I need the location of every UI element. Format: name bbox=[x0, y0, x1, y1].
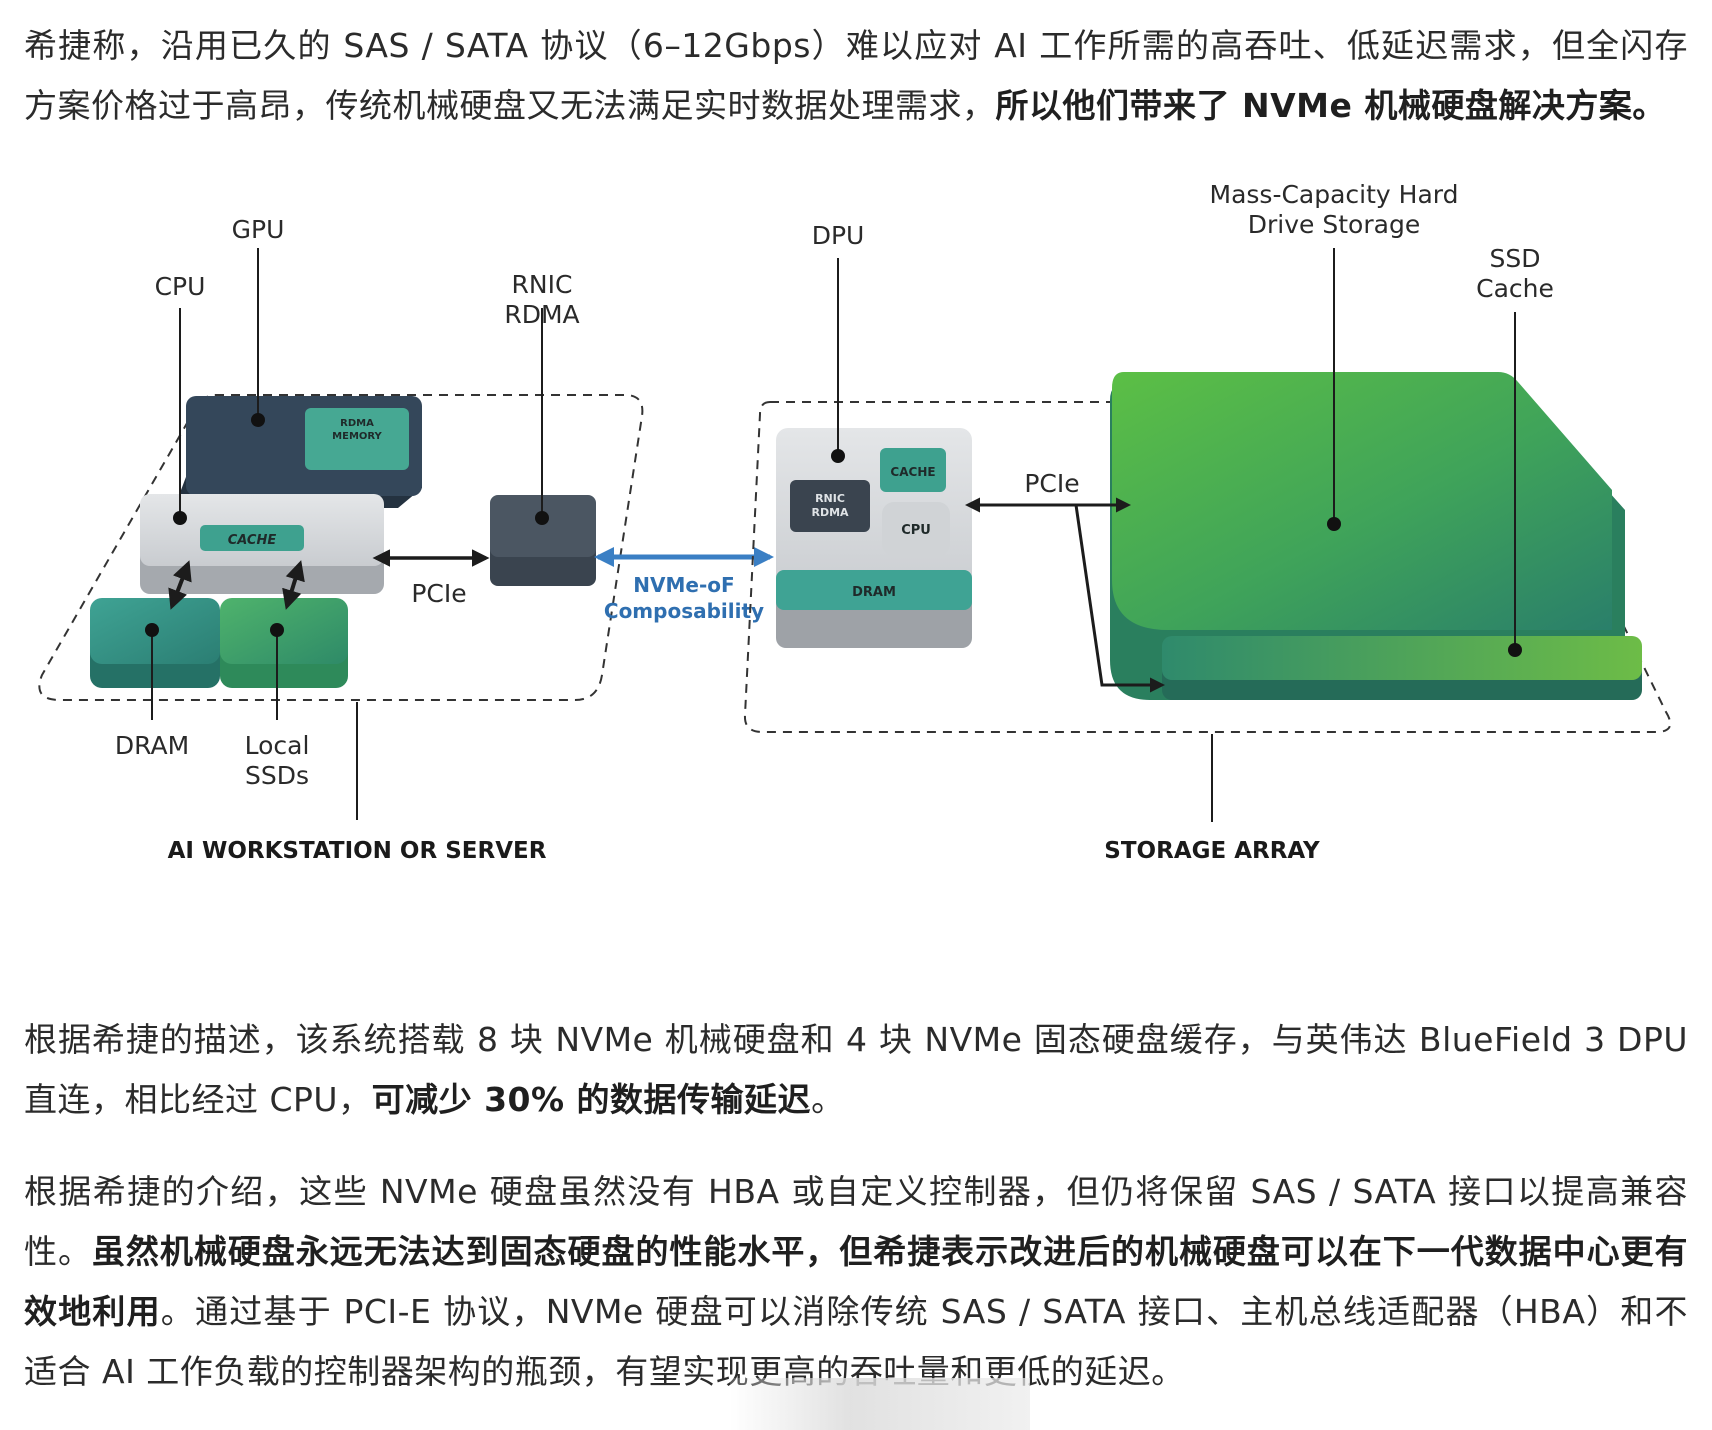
compatibility-bold-text: 虽然机械硬盘永远无法达到固态硬盘的性能水平，但希捷表示改进后的机械硬盘可以在下一… bbox=[24, 1232, 1688, 1331]
architecture-diagram: RDMA MEMORY CACHE PCIe GPU CPU RNIC bbox=[38, 180, 1672, 864]
local-ssd-label-1: Local bbox=[245, 731, 310, 760]
cpu-dram-arrow bbox=[168, 560, 192, 610]
mass-capacity-label-2: Drive Storage bbox=[1248, 210, 1420, 239]
cpu-callout-dot bbox=[173, 511, 187, 525]
ssd-cache-block bbox=[1162, 636, 1642, 700]
dpu-rnic-label-1: RNIC bbox=[815, 492, 845, 505]
storage-section-label: STORAGE ARRAY bbox=[1104, 838, 1320, 864]
description-paragraph: 根据希捷的描述，该系统搭载 8 块 NVMe 机械硬盘和 4 块 NVMe 固态… bbox=[24, 1010, 1688, 1130]
ssd-callout-dot bbox=[270, 623, 284, 637]
description-text: 根据希捷的描述，该系统搭载 8 块 NVMe 机械硬盘和 4 块 NVMe 固态… bbox=[24, 1020, 1688, 1119]
pcie-right-label: PCIe bbox=[1024, 469, 1079, 498]
ssd-cache-callout-dot bbox=[1508, 643, 1522, 657]
intro-paragraph: 希捷称，沿用已久的 SAS / SATA 协议（6–12Gbps）难以应对 AI… bbox=[24, 16, 1688, 136]
dram-block bbox=[90, 598, 220, 688]
ssd-cache-label-2: Cache bbox=[1476, 274, 1554, 303]
description-end: 。 bbox=[811, 1080, 845, 1119]
dpu-cache-label: CACHE bbox=[890, 465, 935, 479]
pcie-ssd-arrow bbox=[1074, 504, 1165, 693]
dram-label: DRAM bbox=[115, 731, 189, 760]
nvme-of-label-1: NVMe-oF bbox=[633, 573, 734, 597]
rdma-memory-label-1: RDMA bbox=[340, 418, 374, 429]
compatibility-end-text: 。通过基于 PCI-E 协议，NVMe 硬盘可以消除传统 SAS / SATA … bbox=[24, 1292, 1688, 1391]
dram-callout-dot bbox=[145, 623, 159, 637]
nvme-of-label-2: Composability bbox=[604, 599, 764, 623]
rdma-memory-label-2: MEMORY bbox=[332, 431, 382, 442]
compatibility-text: 根据希捷的介绍，这些 NVMe 硬盘虽然没有 HBA 或自定义控制器，但仍将保留… bbox=[24, 1172, 1688, 1271]
gpu-label: GPU bbox=[232, 215, 285, 244]
rnic-block bbox=[490, 495, 596, 586]
description-bold-text: 可减少 30% 的数据传输延迟 bbox=[371, 1080, 812, 1119]
mass-capacity-label-1: Mass-Capacity Hard bbox=[1210, 180, 1459, 209]
intro-bold-text: 所以他们带来了 NVMe 机械硬盘解决方案。 bbox=[995, 86, 1666, 125]
rnic-callout-dot bbox=[535, 511, 549, 525]
rnic-label-2: RDMA bbox=[504, 300, 579, 329]
hdd-storage-block bbox=[1110, 372, 1625, 700]
dpu-callout-dot bbox=[831, 449, 845, 463]
cpu-block: CACHE bbox=[140, 494, 384, 594]
dpu-rnic-label-2: RDMA bbox=[811, 506, 849, 519]
ssd-cache-label-1: SSD bbox=[1490, 244, 1541, 273]
watermark-overlay bbox=[730, 1378, 1030, 1430]
dpu-cpu-label: CPU bbox=[901, 523, 931, 538]
pcie-left-label: PCIe bbox=[411, 579, 466, 608]
workstation-section-label: AI WORKSTATION OR SERVER bbox=[168, 838, 547, 864]
dpu-block: CACHE RNIC RDMA CPU DRAM bbox=[776, 428, 972, 648]
rnic-label-1: RNIC bbox=[512, 270, 573, 299]
intro-text: 希捷称，沿用已久的 SAS / SATA 协议（6–12Gbps）难以应对 AI… bbox=[24, 26, 1688, 125]
compatibility-paragraph: 根据希捷的介绍，这些 NVMe 硬盘虽然没有 HBA 或自定义控制器，但仍将保留… bbox=[24, 1162, 1688, 1402]
cache-label: CACHE bbox=[228, 533, 277, 548]
cpu-ssd-arrow bbox=[282, 560, 305, 610]
hdd-callout-dot bbox=[1327, 517, 1341, 531]
gpu-block: RDMA MEMORY bbox=[178, 396, 422, 508]
local-ssd-label-2: SSDs bbox=[245, 761, 309, 790]
gpu-callout-dot bbox=[251, 413, 265, 427]
local-ssd-block bbox=[220, 598, 348, 688]
cpu-label: CPU bbox=[155, 272, 206, 301]
dpu-dram-label: DRAM bbox=[852, 585, 896, 600]
dpu-label: DPU bbox=[812, 221, 865, 250]
